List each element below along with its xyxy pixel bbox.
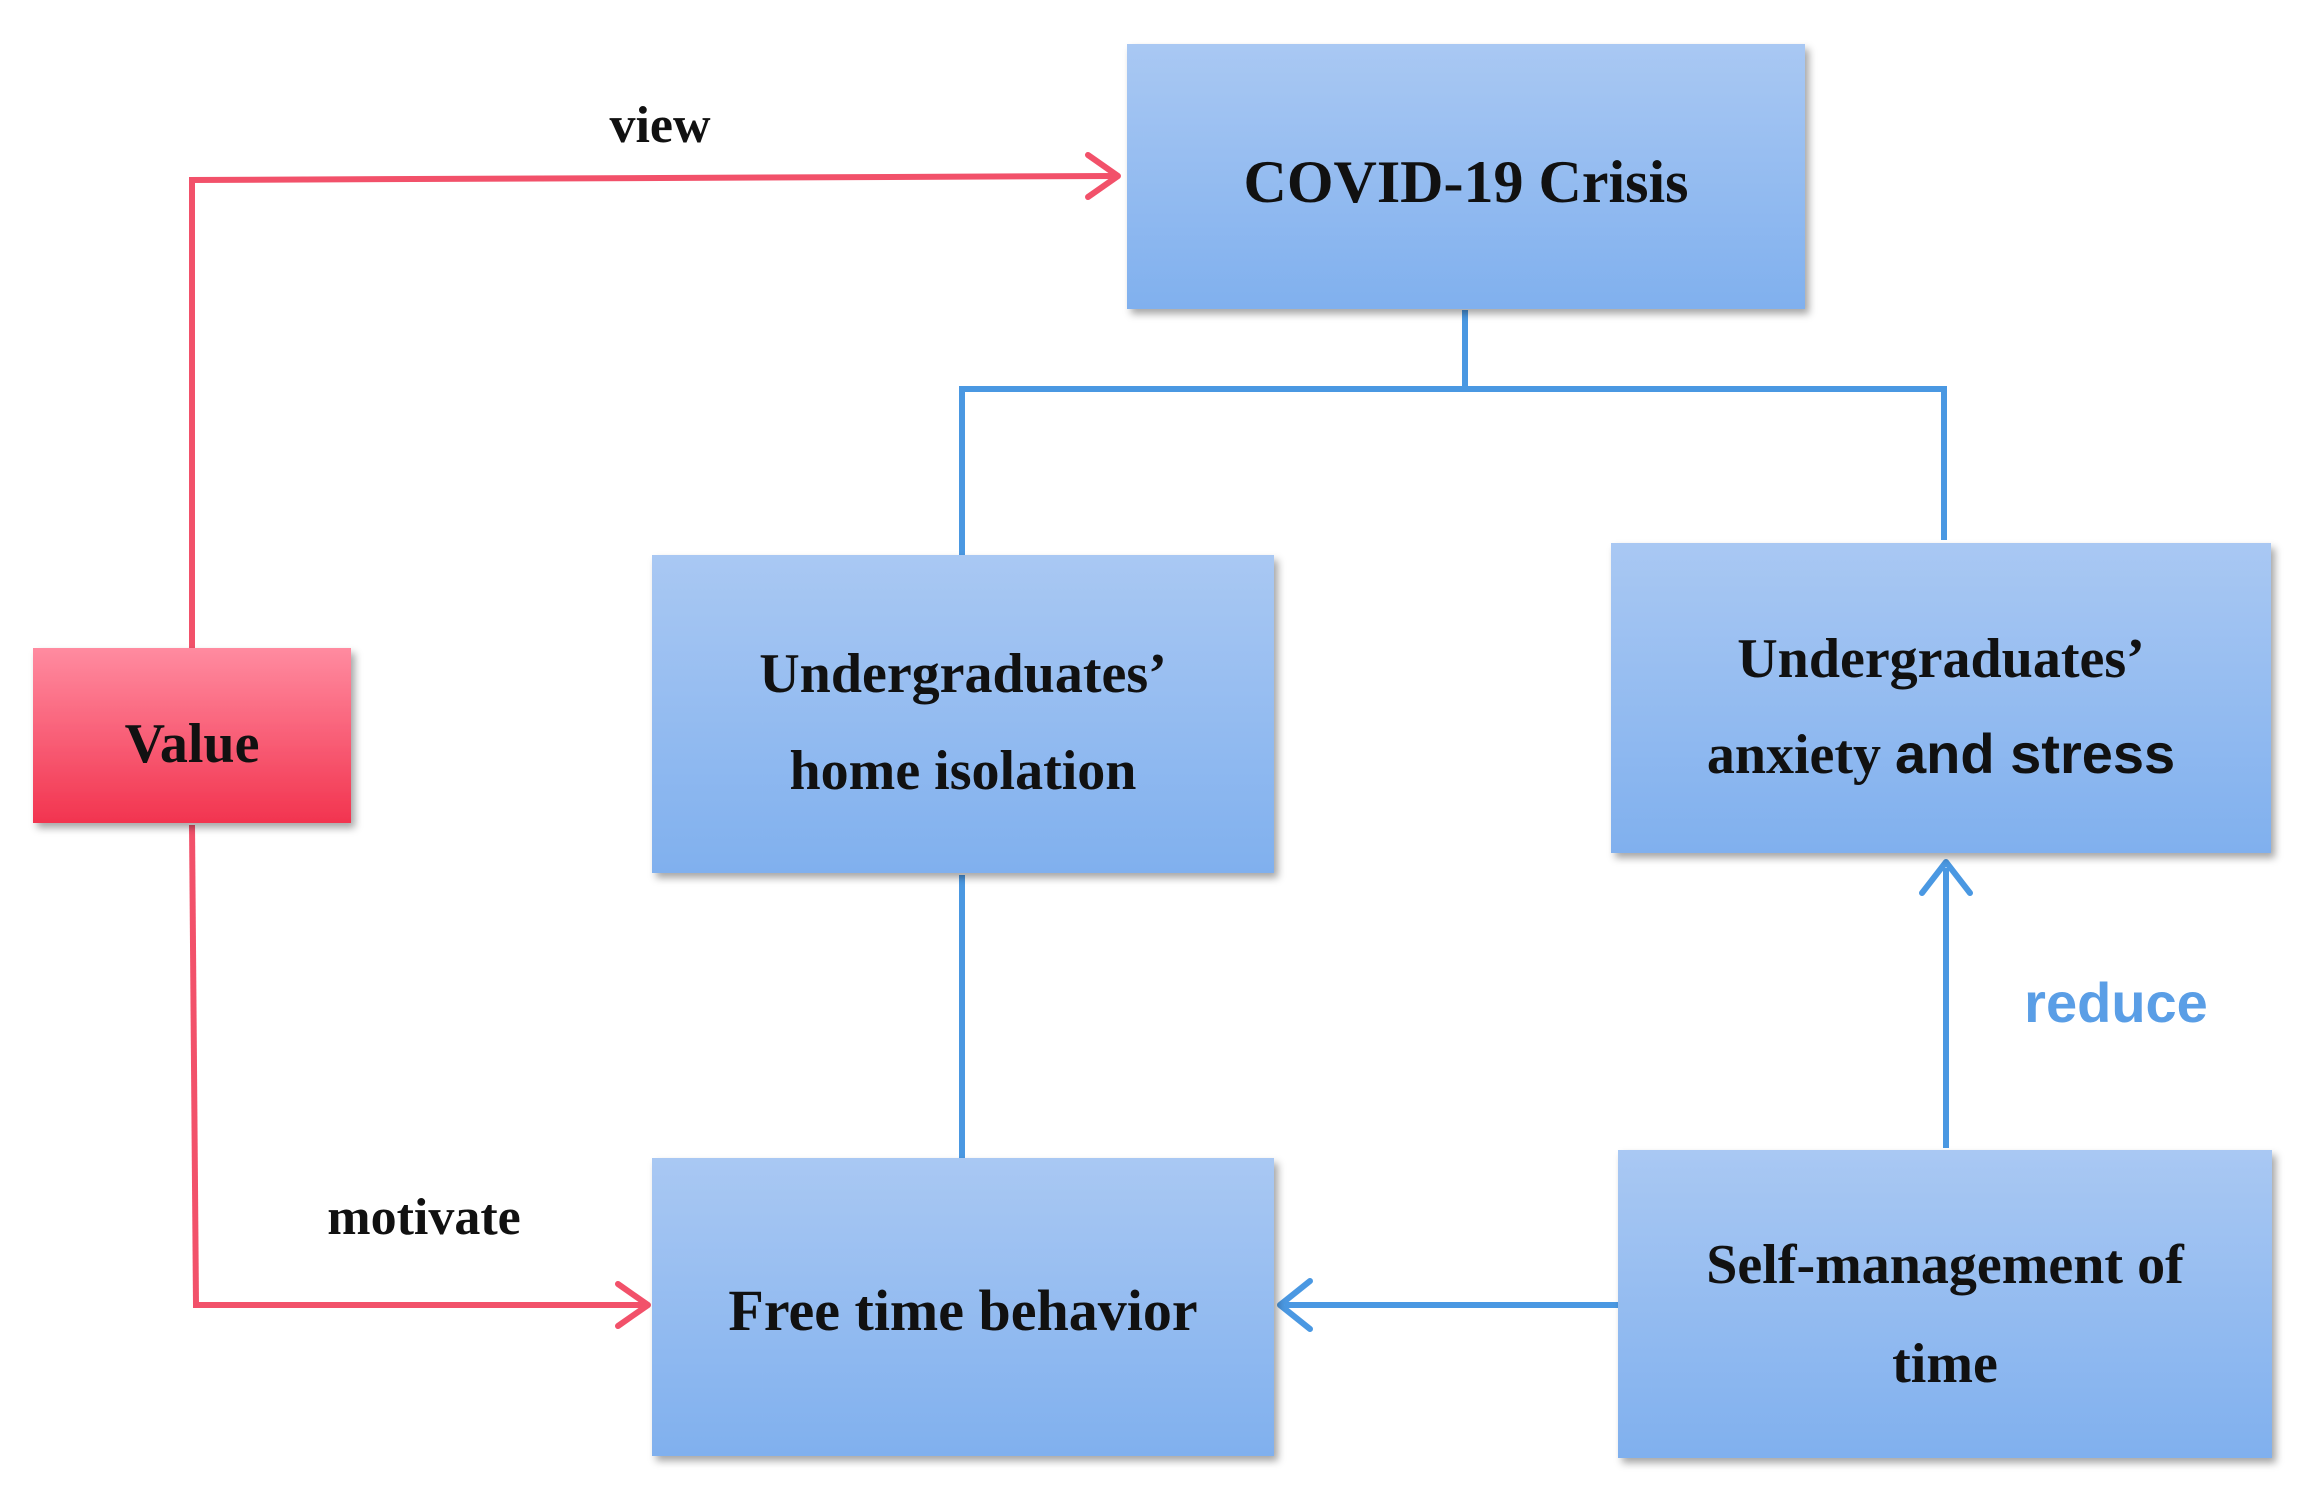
home-isolation-line2: home isolation [790,740,1137,802]
covid-crisis-label: COVID-19 Crisis [1244,149,1689,215]
value-to-motivate-vertical-line [189,824,199,1306]
view-arrowhead [1085,152,1121,200]
self-management-line1: Self-management of [1706,1234,2185,1296]
and-stress-words: and stress [1895,722,2175,785]
view-label: view [609,97,711,154]
self-management-to-free-time-arrowhead [1277,1278,1313,1332]
value-node: Value [33,648,351,823]
reduce-arrowhead [1919,859,1973,896]
home-isolation-node: Undergraduates’ home isolation [652,555,1274,873]
self-management-line2: time [1892,1333,1998,1395]
view-arrow-shaft [188,173,1116,183]
blue-connectors [959,310,1973,1332]
value-label: Value [125,713,260,775]
free-time-behavior-node: Free time behavior [652,1158,1274,1456]
self-management-node: Self-management of time [1618,1150,2272,1458]
anxiety-stress-node: Undergraduates’ anxiety and stress [1611,543,2271,853]
anxiety-stress-line2: anxiety and stress [1707,722,2175,786]
anxiety-stress-line1: Undergraduates’ [1737,628,2145,690]
home-isolation-line1: Undergraduates’ [759,643,1167,705]
red-connectors [188,152,1121,1329]
motivate-arrowhead [615,1281,651,1329]
motivate-label: motivate [327,1189,520,1246]
free-time-behavior-label: Free time behavior [728,1278,1197,1343]
reduce-label: reduce [2024,971,2208,1034]
covid-crisis-node: COVID-19 Crisis [1127,44,1805,309]
anxiety-word: anxiety [1707,724,1895,786]
